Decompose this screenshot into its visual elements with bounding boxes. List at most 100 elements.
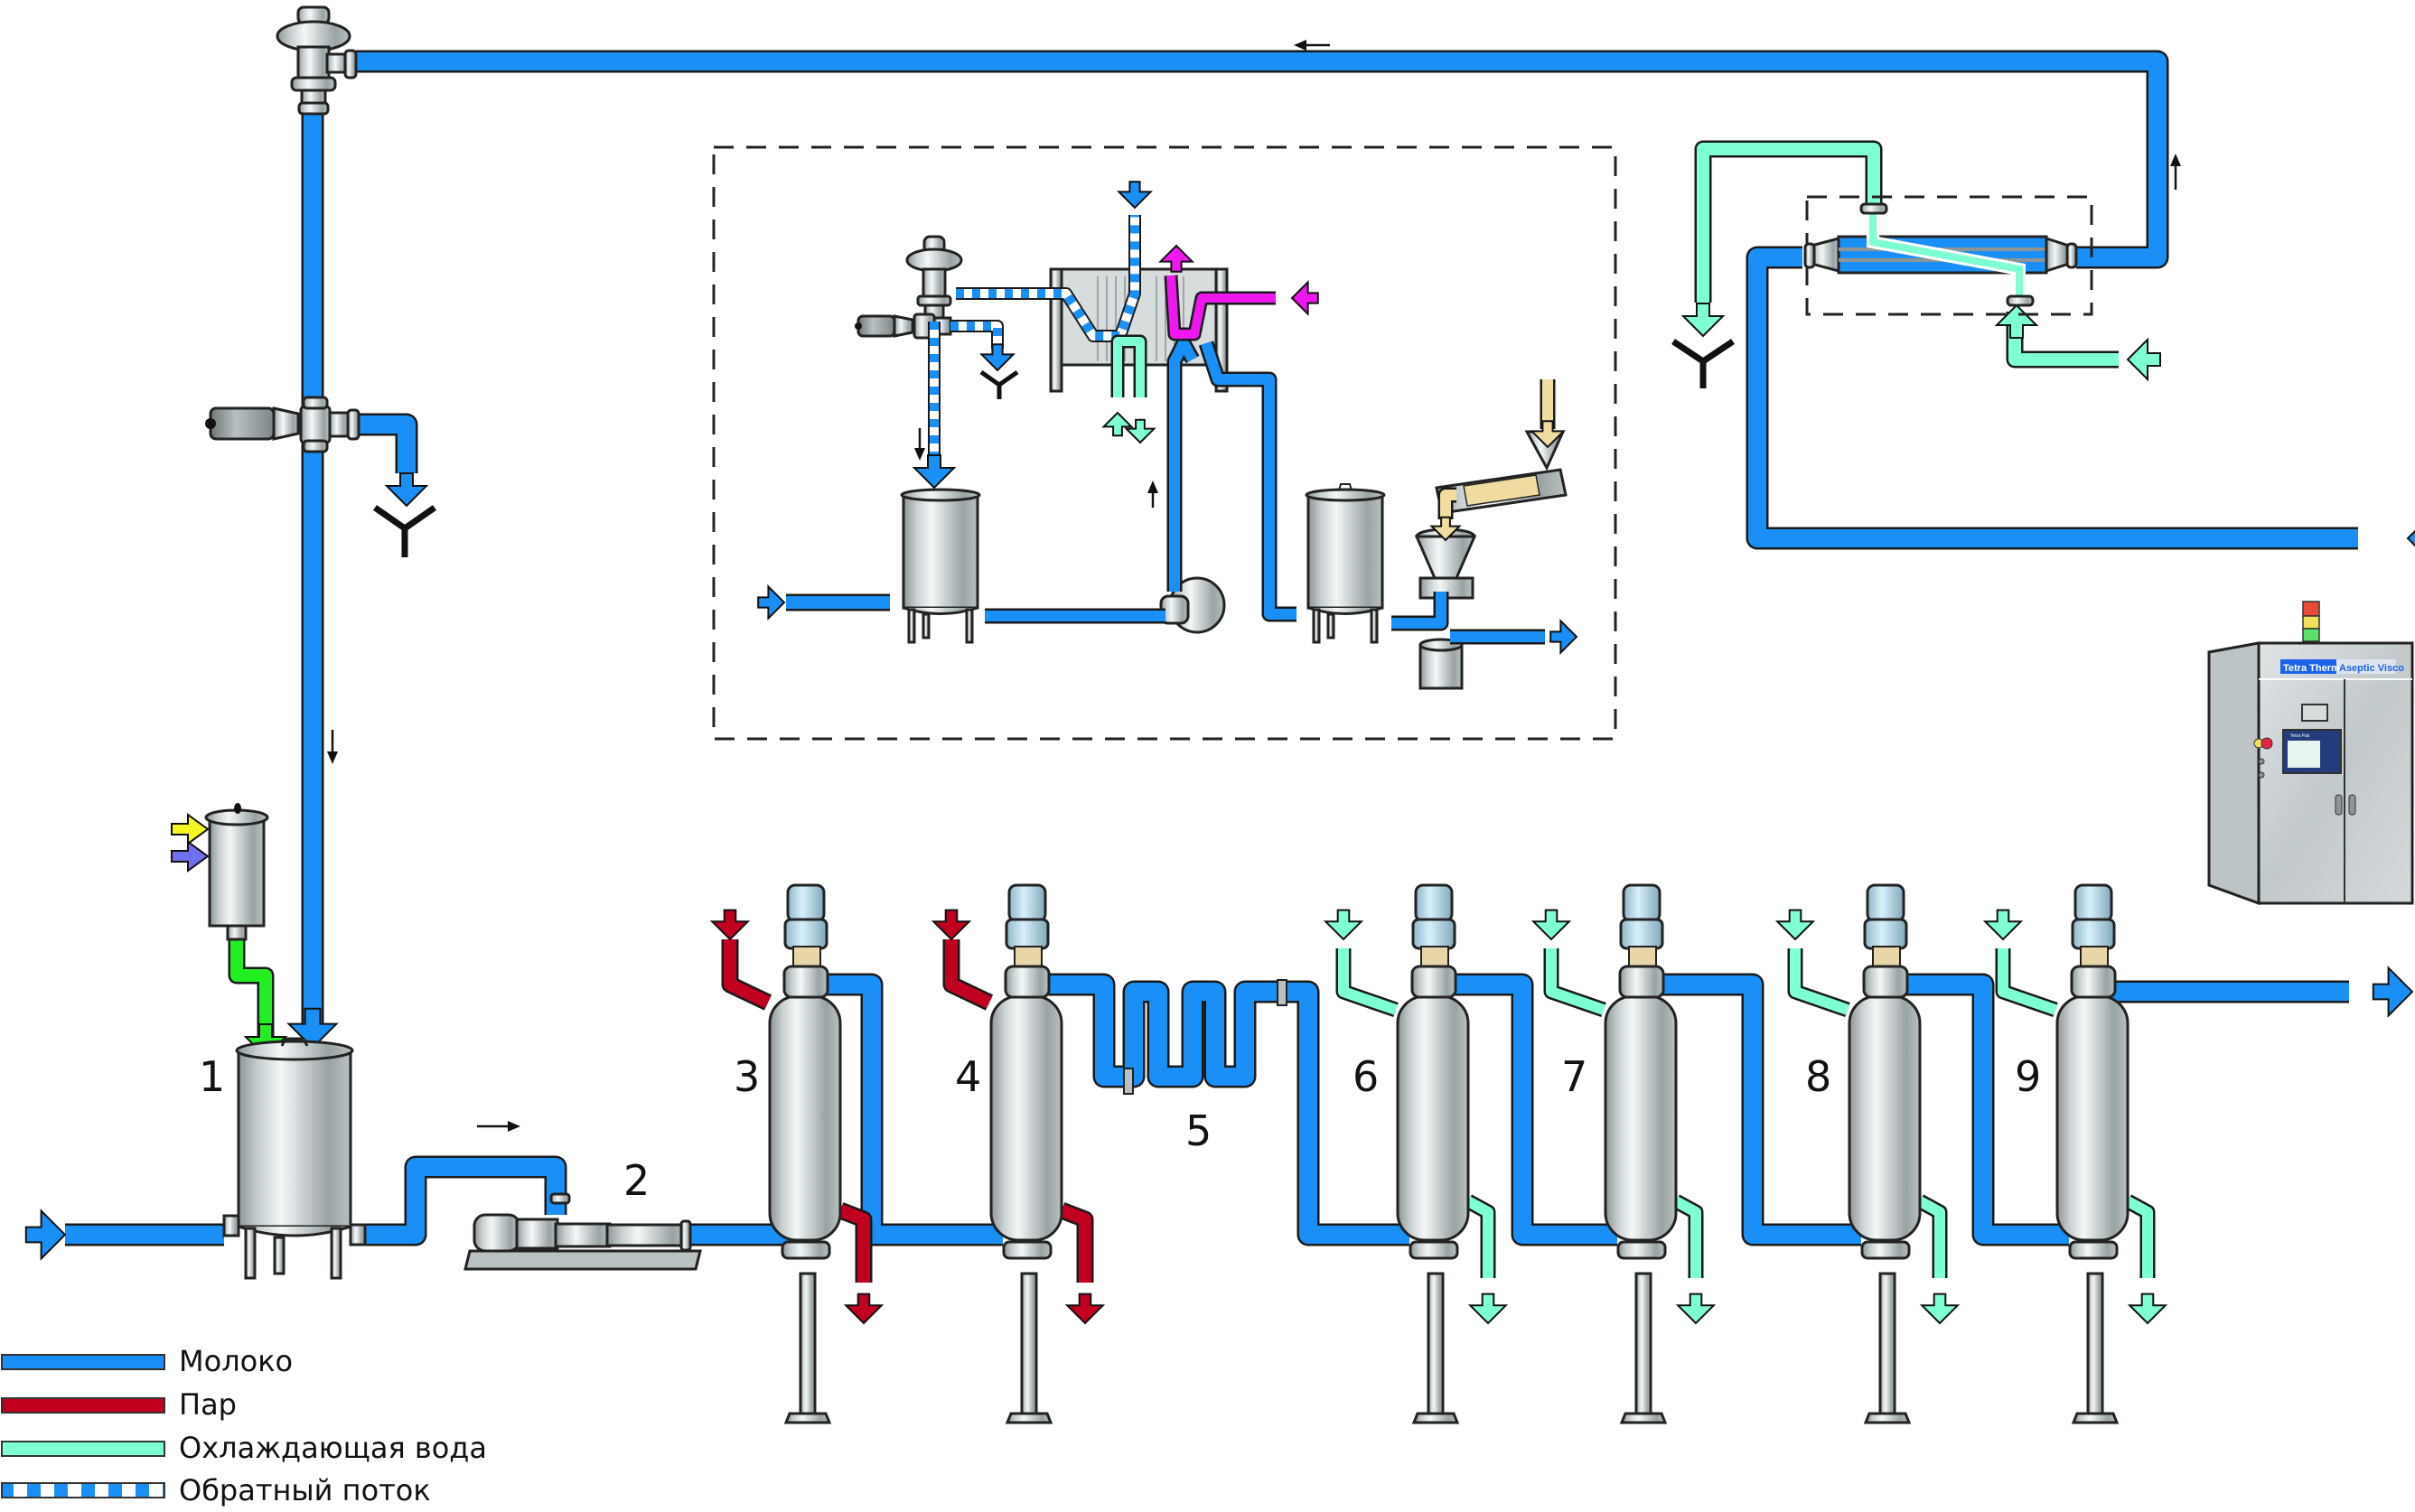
inset-blender-pump[interactable] xyxy=(1418,638,1464,690)
additive-feed-pipe xyxy=(228,939,275,1039)
legend-item-milk: Молоко xyxy=(1,1344,293,1378)
legend-item-steam: Пар xyxy=(1,1387,237,1422)
panel-brand-aseptic-visco: Aseptic Visco xyxy=(2339,663,2404,674)
tubular-cooler-cw-inlet-arrow-icon xyxy=(2126,337,2161,382)
inset-hot-water-outlet-arrow-icon xyxy=(1157,244,1195,273)
cooling-water-cooler-7-inlet-arrow-icon xyxy=(1530,909,1572,941)
buffer-tank-1[interactable] xyxy=(222,1037,367,1280)
legend-item-return-flow: Обратный поток xyxy=(1,1473,431,1507)
station-label-7: 7 xyxy=(1561,1052,1587,1101)
steam-line-heater-4-out xyxy=(1058,1202,1094,1283)
inset-powder-feed-arrow-icon xyxy=(1529,420,1567,449)
steam-pipelines xyxy=(709,909,1106,1325)
station-label-5: 5 xyxy=(1185,1106,1212,1155)
milk-return-top-pipe xyxy=(356,50,2169,269)
inset-outlet-arrow-icon xyxy=(1549,618,1578,656)
cooling-water-cooler-9-outlet-arrow-icon xyxy=(2127,1293,2168,1325)
milk-tank-to-pump-pipe xyxy=(365,1155,567,1246)
inset-return-divert xyxy=(950,320,1004,349)
inset-conveyor-outlet-pipe xyxy=(1437,487,1456,519)
scraped-surface-heat-exchanger-7[interactable] xyxy=(1604,883,1678,1424)
legend-label-cooling-water: Охлаждающая вода xyxy=(179,1431,487,1465)
inset-pump-to-phe xyxy=(1166,335,1200,592)
divert-outlet-pipe xyxy=(358,413,418,473)
divert-valve[interactable] xyxy=(205,396,360,453)
control-cabinet[interactable] xyxy=(2207,601,2414,906)
cooling-water-cooler-9-out xyxy=(2123,1194,2156,1278)
inset-mixing-tank-1[interactable] xyxy=(900,488,981,644)
inset-cw-outlet-arrow-icon xyxy=(1124,418,1156,444)
cooling-water-cooler-9-inlet-arrow-icon xyxy=(1982,909,2024,941)
holding-tube-5 xyxy=(1045,973,1409,1246)
hmi-brand: Tetra Pak xyxy=(2290,733,2310,739)
feed-pump-2[interactable] xyxy=(463,1192,702,1271)
cooling-water-cooler-8-out xyxy=(1915,1194,1948,1278)
tubular-cooler-drain-arrow-icon xyxy=(1680,303,1726,338)
cooling-water-cooler-8-in xyxy=(1787,948,1850,1018)
steam-line-heater-3-out xyxy=(837,1202,873,1283)
legend: Молоко Пар Охлаждающая вода Обратный пот… xyxy=(1,1344,487,1507)
inset-centrifugal-pump[interactable] xyxy=(1159,576,1226,634)
cooling-water-cooler-6-out xyxy=(1464,1194,1496,1278)
inset-cooling-water-pipe xyxy=(1110,334,1147,397)
milk-cooler6-to-cooler7 xyxy=(1452,973,1617,1246)
flow-direction-arrows xyxy=(327,40,2181,1132)
inset-tank2-to-mixer xyxy=(1391,592,1449,631)
inset-conveyor-arrow-icon xyxy=(1429,516,1462,542)
steam-line-heater-3-outlet-arrow-icon xyxy=(843,1293,885,1325)
holding-tube-flange xyxy=(1123,1068,1134,1095)
drain-funnel-icon xyxy=(372,505,437,557)
cooling-water-cooler-6-outlet-arrow-icon xyxy=(1467,1293,1509,1325)
inset-cw-inlet-arrow-icon xyxy=(1101,411,1134,437)
drain-funnel-icon xyxy=(1671,339,1735,388)
inset-phe-to-tank2 xyxy=(1198,341,1296,622)
additive-inlet-arrow-yellow xyxy=(171,813,210,845)
scraped-surface-heat-exchanger-4[interactable] xyxy=(989,883,1063,1424)
inset-milk-inlet-arrow-icon xyxy=(757,583,786,621)
steam-line-heater-4-outlet-arrow-icon xyxy=(1064,1293,1106,1325)
inset-mixing-tank-2[interactable] xyxy=(1305,483,1386,644)
flow-arrow-right xyxy=(477,1121,520,1132)
cooling-water-cooler-6-in xyxy=(1335,948,1399,1018)
inset-return-arrow-icon xyxy=(912,454,957,490)
steam-line-heater-3-in xyxy=(721,939,772,1011)
milk-cooler7-to-cooler8 xyxy=(1660,973,1861,1246)
scraped-surface-heat-exchanger-9[interactable] xyxy=(2055,883,2130,1424)
panel-brand-tetra-therm: Tetra Therm xyxy=(2283,663,2340,674)
cooling-water-cooler-9-in xyxy=(1995,948,2058,1018)
inset-divert-arrow-icon xyxy=(978,343,1016,372)
legend-label-milk: Молоко xyxy=(179,1344,293,1378)
inset-process-lines xyxy=(757,181,1578,656)
cooling-water-pipelines xyxy=(228,140,2168,1325)
scraped-surface-heat-exchanger-8[interactable] xyxy=(1848,883,1922,1424)
divert-drain-arrow-icon xyxy=(384,472,429,508)
cooling-water-cooler-6-inlet-arrow-icon xyxy=(1323,909,1364,941)
flow-arrow-left xyxy=(1294,40,1330,51)
station-label-2: 2 xyxy=(623,1156,650,1205)
milk-return-inlet-arrow-icon xyxy=(2406,529,2415,547)
constant-pressure-valve[interactable] xyxy=(276,5,358,116)
ingredient-preparation-boundary xyxy=(712,145,1617,741)
milk-inlet-arrow-icon xyxy=(24,1209,67,1261)
tubular-cooler-cw-outlet xyxy=(1694,140,1883,303)
station-label-1: 1 xyxy=(199,1052,225,1101)
milk-heater3-to-heater4 xyxy=(824,973,1003,1246)
steam-line-heater-4-in xyxy=(942,939,994,1011)
station-label-8: 8 xyxy=(1805,1052,1831,1101)
holding-tube-flange xyxy=(1277,979,1287,1006)
inset-hot-water-inlet-arrow-icon xyxy=(1290,279,1319,317)
milk-to-tubular-cooler-pipe xyxy=(1746,246,2358,550)
additive-inlet-arrow-purple xyxy=(171,840,210,873)
dosing-tank[interactable] xyxy=(204,803,269,941)
flow-arrow-up xyxy=(2170,154,2181,190)
cooling-water-cooler-7-out xyxy=(1671,1194,1704,1278)
legend-item-cooling-water: Охлаждающая вода xyxy=(1,1431,487,1465)
scraped-surface-heat-exchanger-3[interactable] xyxy=(768,883,842,1424)
station-label-4: 4 xyxy=(955,1052,981,1101)
scraped-surface-heat-exchanger-6[interactable] xyxy=(1396,883,1470,1424)
steam-line-heater-4-inlet-arrow-icon xyxy=(931,909,972,941)
tubular-heat-exchanger[interactable] xyxy=(1803,202,2078,307)
inset-constant-pressure-valve[interactable] xyxy=(905,235,963,323)
milk-pipelines xyxy=(24,50,2415,1261)
